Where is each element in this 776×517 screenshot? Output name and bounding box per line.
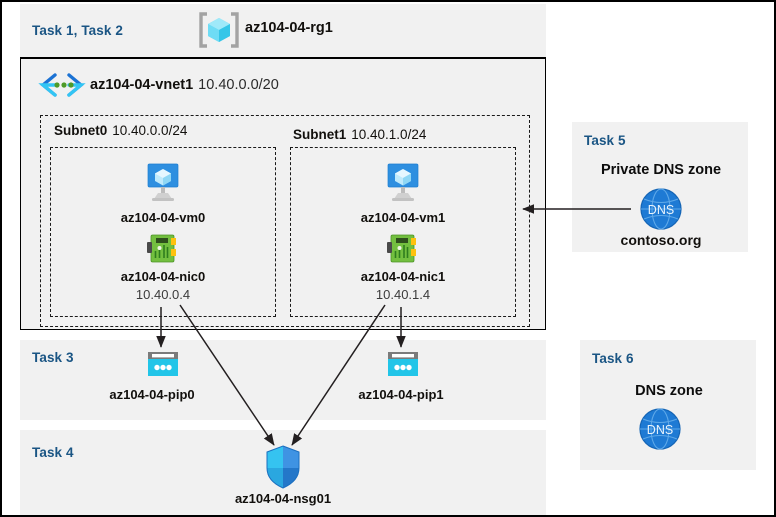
virtual-network-icon [38,72,86,98]
resource-group-band [20,4,546,57]
subnets-group [40,115,530,327]
nic-0-name: az104-04-nic0 [120,269,206,284]
vm-1-name: az104-04-vm1 [360,210,446,225]
task-label-4: Task 4 [32,445,74,460]
dns-zone-panel [580,340,756,470]
private-dns-zone-name: contoso.org [620,232,702,248]
dns-zone-icon: DNS [638,407,682,451]
virtual-machine-icon [381,162,425,204]
dns-zone-icon: DNS [639,187,683,231]
resource-group-icon [198,9,240,51]
dns-icon-text: DNS [647,423,673,437]
nic-1-ip: 10.40.1.4 [375,287,431,302]
pip-0-name: az104-04-pip0 [109,387,195,402]
subnet-0-box [50,147,276,317]
network-security-group-icon [263,444,303,490]
public-ip-panel [20,340,546,420]
dns-icon-text: DNS [648,203,674,217]
nsg-name: az104-04-nsg01 [234,491,332,506]
public-ip-address-icon [145,349,181,379]
resource-group-name: az104-04-rg1 [245,20,333,36]
private-dns-zone-title: Private DNS zone [600,162,722,178]
network-interface-icon [145,233,181,265]
task-label-3: Task 3 [32,350,74,365]
pip-1-name: az104-04-pip1 [358,387,444,402]
vm-0-name: az104-04-vm0 [120,210,206,225]
private-dns-zone-panel [572,122,748,252]
task-label-5: Task 5 [584,133,626,148]
virtual-machine-icon [141,162,185,204]
task-label-6: Task 6 [592,351,634,366]
public-ip-address-icon [385,349,421,379]
virtual-network-container [20,57,546,330]
nic-1-name: az104-04-nic1 [360,269,446,284]
network-interface-icon [385,233,421,265]
nic-0-ip: 10.40.0.4 [135,287,191,302]
task-label-1-2: Task 1, Task 2 [32,23,123,38]
subnet-1-box [290,147,516,317]
dns-zone-title: DNS zone [635,383,703,399]
